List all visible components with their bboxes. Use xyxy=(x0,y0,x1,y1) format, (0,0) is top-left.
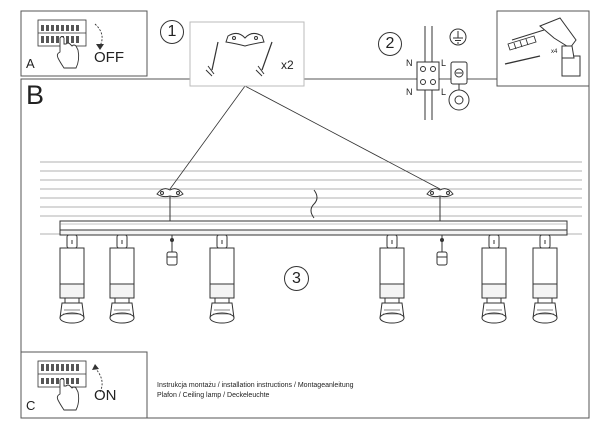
spotlight xyxy=(209,234,235,324)
footer-line-2: Plafon / Ceiling lamp / Deckeleuchte xyxy=(157,392,270,399)
mounting-bracket-left xyxy=(156,188,184,221)
ground-terminal-icon xyxy=(448,61,470,111)
hand-icon xyxy=(56,36,80,69)
step-2-number: 2 xyxy=(378,32,402,56)
spotlight xyxy=(481,234,507,324)
wire-label-n-bottom: N xyxy=(406,87,413,97)
breaker-switches-a xyxy=(41,25,79,43)
spotlight xyxy=(59,234,85,324)
panel-a-letter: A xyxy=(26,56,35,71)
panel-c-letter: C xyxy=(26,398,36,413)
step-3-number: 3 xyxy=(284,266,309,291)
hand-icon-c xyxy=(56,378,80,411)
drill-icon xyxy=(511,17,581,77)
panel-a-state: OFF xyxy=(94,49,124,66)
bracket-leader-lines xyxy=(169,85,441,190)
spotlight xyxy=(109,234,135,324)
cap-screw-right xyxy=(436,235,448,266)
panel-b-letter: B xyxy=(26,80,45,110)
drill-quantity: x4 xyxy=(551,49,558,55)
mounting-bracket-right xyxy=(426,188,454,221)
wire-label-n-top: N xyxy=(406,58,413,68)
step1-box xyxy=(189,21,305,87)
panel-c-state: ON xyxy=(94,387,117,404)
panel-b-frame xyxy=(20,78,590,419)
step-1-number: 1 xyxy=(160,20,184,44)
step-1-quantity: x2 xyxy=(281,58,294,72)
cap-screw-left xyxy=(166,235,178,266)
mounting-bracket-part-icon xyxy=(205,32,273,77)
spotlight xyxy=(379,234,405,324)
wire-label-l-top: L xyxy=(441,58,447,68)
ceiling-rail xyxy=(59,220,568,236)
spotlights xyxy=(59,234,558,324)
wall-plug-icon xyxy=(504,35,541,65)
terminal-block-icon xyxy=(416,26,440,120)
ground-symbol-icon xyxy=(449,28,467,46)
wire-label-l-bottom: L xyxy=(441,87,447,97)
footer-line-1: Instrukcja montażu / installation instru… xyxy=(157,382,354,389)
supply-wire xyxy=(310,189,318,219)
arrow-up-icon xyxy=(94,367,103,393)
spotlight xyxy=(532,234,558,324)
